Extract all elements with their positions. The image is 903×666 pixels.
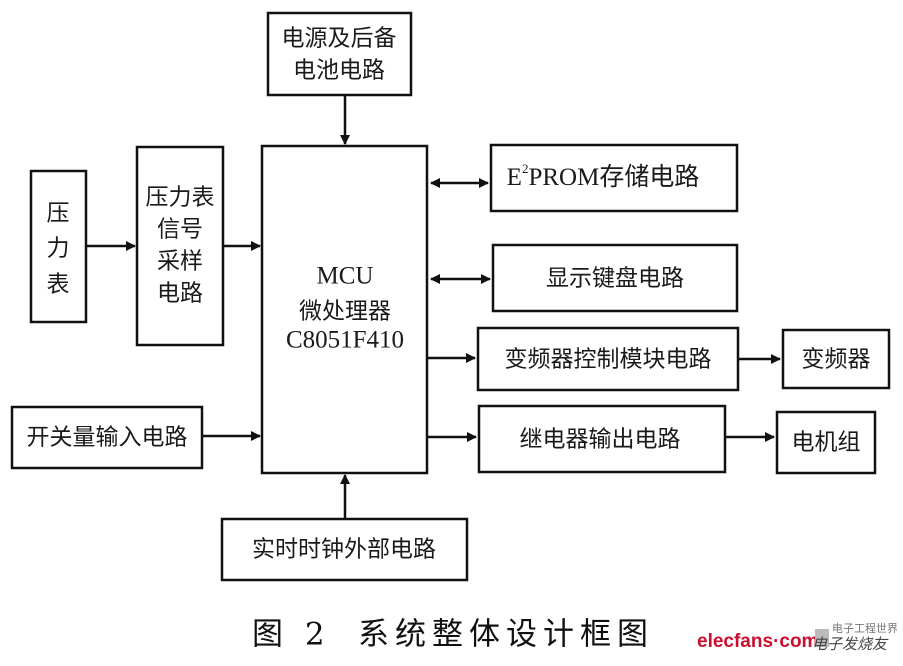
vfd-control-label: 变频器控制模块电路 bbox=[505, 347, 712, 373]
watermark-logo-icon bbox=[815, 629, 829, 647]
mcu-block: MCU 微处理器 C8051F410 bbox=[260, 144, 429, 475]
vfd-control-module-block: 变频器控制模块电路 bbox=[476, 326, 740, 392]
eeprom-prefix: E bbox=[507, 164, 522, 191]
display-keyboard-label: 显示键盘电路 bbox=[546, 266, 684, 292]
motor-group-block: 电机组 bbox=[775, 410, 877, 475]
vfd-label: 变频器 bbox=[802, 347, 871, 373]
watermark-brand: elecfans·com bbox=[697, 631, 818, 652]
gauge-line-1: 压 bbox=[47, 201, 70, 227]
rtc-external-block: 实时时钟外部电路 bbox=[220, 517, 469, 582]
watermark-tagline: 电子工程世界 bbox=[832, 622, 898, 635]
relay-output-block: 继电器输出电路 bbox=[477, 404, 727, 474]
watermark-chinese: 电子发烧友 bbox=[812, 635, 889, 653]
gauge-line-2: 力 bbox=[47, 236, 70, 262]
figure-title: 系统整体设计框图 bbox=[358, 617, 654, 653]
mcu-line-2: 微处理器 bbox=[299, 299, 391, 325]
watermark: elecfans·com 电子工程世界 电子发烧友 bbox=[697, 622, 898, 653]
pressure-gauge-block: 压 力 表 bbox=[29, 169, 88, 324]
power-block-line-1: 电源及后备 bbox=[282, 26, 397, 52]
sampling-line-2: 信号 bbox=[157, 217, 203, 243]
motor-group-label: 电机组 bbox=[792, 430, 861, 456]
figure-number: 图 2 bbox=[252, 617, 331, 653]
mcu-line-3: C8051F410 bbox=[286, 327, 404, 354]
gauge-signal-sampling-block: 压力表 信号 采样 电路 bbox=[135, 145, 225, 347]
eeprom-label: E2PROM存储电路 bbox=[507, 161, 700, 191]
relay-output-label: 继电器输出电路 bbox=[520, 427, 681, 453]
figure-caption: 图 2 系统整体设计框图 bbox=[252, 617, 654, 653]
sampling-line-1: 压力表 bbox=[146, 185, 215, 211]
eeprom-rest: PROM存储电路 bbox=[528, 163, 699, 191]
gauge-line-3: 表 bbox=[47, 272, 70, 298]
sampling-line-3: 采样 bbox=[157, 249, 203, 275]
vfd-block: 变频器 bbox=[781, 328, 891, 390]
rtc-label: 实时时钟外部电路 bbox=[252, 537, 436, 563]
switch-input-label: 开关量输入电路 bbox=[27, 425, 188, 451]
power-block-line-2: 电池电路 bbox=[293, 58, 385, 84]
eeprom-storage-block: E2PROM存储电路 bbox=[489, 143, 739, 213]
power-backup-battery-block: 电源及后备 电池电路 bbox=[266, 11, 413, 97]
display-keyboard-block: 显示键盘电路 bbox=[491, 243, 739, 313]
mcu-line-1: MCU bbox=[317, 263, 374, 290]
switch-input-block: 开关量输入电路 bbox=[10, 405, 204, 470]
eeprom-superscript: 2 bbox=[522, 161, 529, 176]
sampling-line-4: 电路 bbox=[157, 281, 203, 307]
